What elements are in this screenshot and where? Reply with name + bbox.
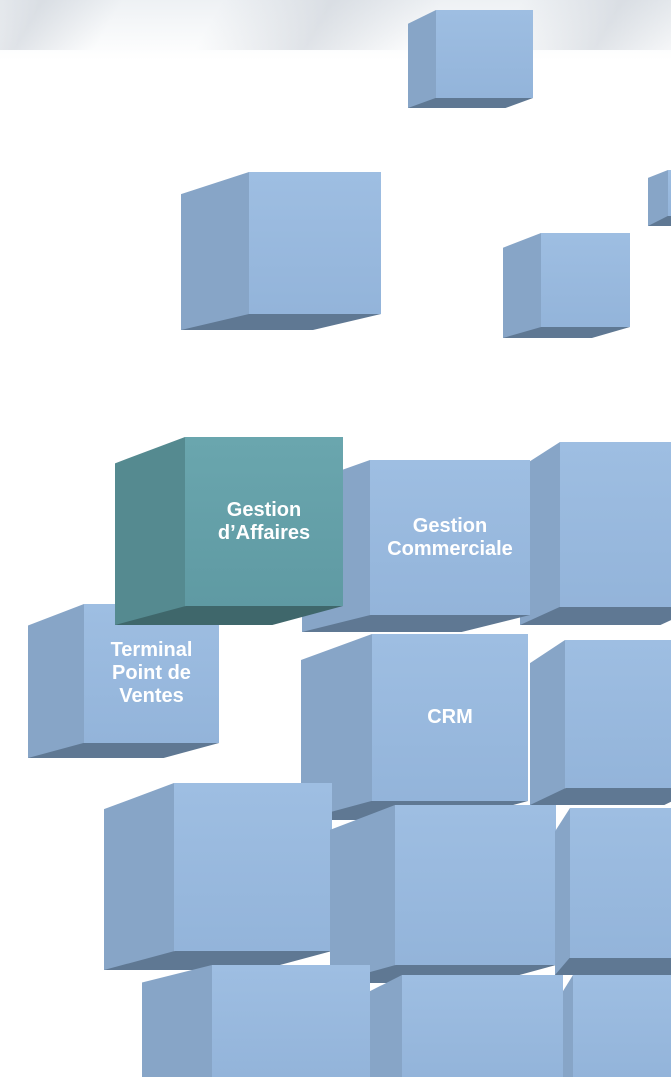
cube-side-face xyxy=(563,975,573,1077)
cube-side-face xyxy=(28,604,84,758)
cube-side-face xyxy=(530,640,565,805)
cube-side-face xyxy=(142,965,212,1077)
cube-side-face xyxy=(104,783,174,970)
cube-front-face xyxy=(573,975,671,1077)
cube-front-face xyxy=(370,460,530,615)
cube-bottom-face xyxy=(503,327,630,338)
cube-front-face xyxy=(84,604,219,743)
cube-side-face xyxy=(503,233,541,338)
cube-front-face xyxy=(436,10,533,98)
background-streak xyxy=(0,0,146,50)
cube-side-face xyxy=(330,805,395,983)
cube-front-face xyxy=(402,975,563,1077)
cube-front-face xyxy=(570,808,671,958)
cube-front-face xyxy=(668,170,671,216)
cube-side-face xyxy=(555,808,570,975)
cube-side-face xyxy=(115,437,185,625)
cube-side-face xyxy=(648,170,668,226)
cube-side-face xyxy=(408,10,436,108)
cube-front-face xyxy=(174,783,332,951)
module-label-crm: CRM xyxy=(427,706,473,728)
cube-front-face xyxy=(372,634,528,801)
cube-front-face xyxy=(565,640,671,788)
cube-bottom-face xyxy=(28,743,219,758)
cube-front-face xyxy=(185,437,343,606)
cube-bottom-face xyxy=(302,615,530,632)
cube-bottom-face xyxy=(648,216,671,226)
cube-side-face xyxy=(370,975,402,1077)
cube-front-face xyxy=(249,172,381,314)
cube-front-face xyxy=(212,965,370,1077)
cube-front-face xyxy=(541,233,630,327)
cube-front-face xyxy=(395,805,556,965)
cube-bottom-face xyxy=(408,98,533,108)
cube-side-face xyxy=(181,172,249,330)
cube-bottom-face xyxy=(555,958,671,975)
cube-front-face xyxy=(560,442,671,607)
cube-bottom-face xyxy=(530,788,671,805)
module-label-terminal-point-de-ventes: Terminal Point de Ventes xyxy=(110,639,193,707)
module-label-gestion-commerciale: Gestion Commerciale xyxy=(387,514,513,560)
cube-bottom-face xyxy=(115,606,343,625)
cube-bottom-face xyxy=(520,607,671,625)
module-label-gestion-affaires: Gestion d’Affaires xyxy=(217,498,311,544)
